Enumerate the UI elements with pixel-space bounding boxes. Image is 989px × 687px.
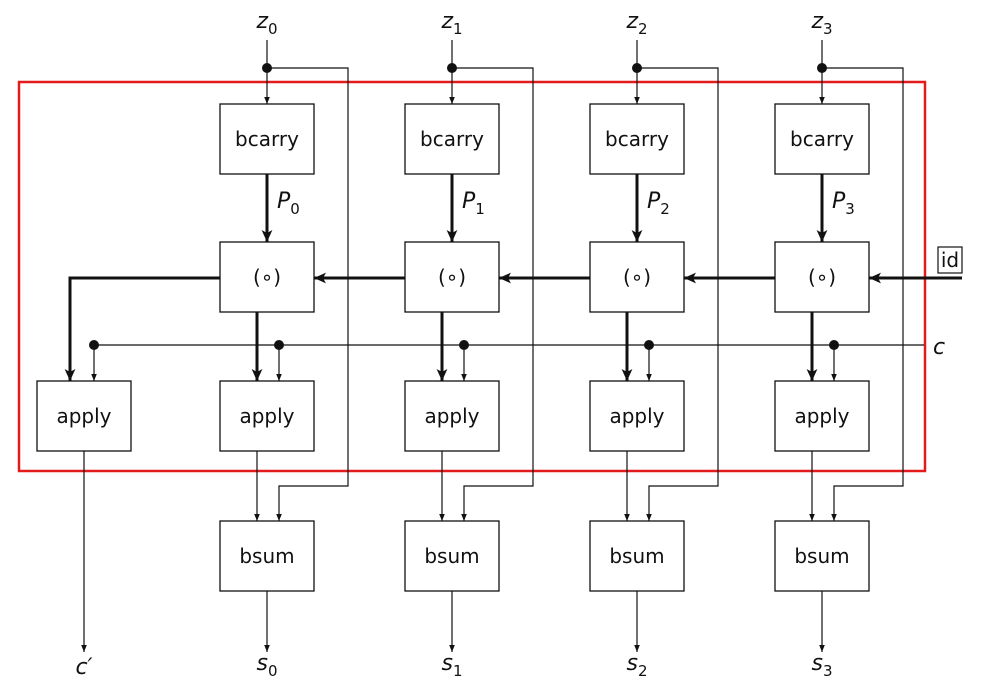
propagate-label-p2: P2 xyxy=(647,189,670,218)
output-label-s0: s0 xyxy=(256,651,277,680)
bsum-block-3-label: bsum xyxy=(794,544,849,568)
apply-block-3-label: apply xyxy=(794,404,849,428)
input-label-z2: z2 xyxy=(625,9,647,38)
apply-block-0-label: apply xyxy=(239,404,294,428)
bcarry-block-1 xyxy=(404,103,500,175)
bcarry-block-3 xyxy=(774,103,870,175)
input-label-z3: z3 xyxy=(810,9,832,38)
bypass-wire-2 xyxy=(637,67,719,521)
bcarry-block-1-label: bcarry xyxy=(420,127,484,151)
bsum-block-3 xyxy=(774,520,870,592)
output-label-s1: s1 xyxy=(441,651,462,680)
bcarry-block-0 xyxy=(219,103,315,175)
input-label-z0: z0 xyxy=(255,9,277,38)
apply-block-3 xyxy=(774,380,870,452)
compose-block-1-label: (∘) xyxy=(438,265,466,289)
input-label-z1: z1 xyxy=(440,9,462,38)
bcarry-block-2 xyxy=(589,103,685,175)
wires xyxy=(64,40,962,652)
bsum-block-0-label: bsum xyxy=(239,544,294,568)
apply-block-2-label: apply xyxy=(609,404,664,428)
identity-label: id xyxy=(941,248,959,272)
bsum-block-0 xyxy=(219,520,315,592)
bypass-wire-0 xyxy=(267,67,349,521)
bsum-block-1-label: bsum xyxy=(424,544,479,568)
apply-block-0 xyxy=(219,380,315,452)
compose-out-left xyxy=(64,276,220,381)
bcarry-block-0-label: bcarry xyxy=(235,127,299,151)
compose-block-0 xyxy=(219,241,315,313)
bsum-block-2-label: bsum xyxy=(609,544,664,568)
bypass-wire-1 xyxy=(452,67,534,521)
apply-block-carry-out-label: apply xyxy=(56,404,111,428)
compose-block-2 xyxy=(589,241,685,313)
bypass-wire-3 xyxy=(822,67,904,521)
compose-block-1 xyxy=(404,241,500,313)
bcarry-block-3-label: bcarry xyxy=(790,127,854,151)
identity-box xyxy=(937,246,963,274)
bcarry-block-2-label: bcarry xyxy=(605,127,669,151)
carry-out-label: c′ xyxy=(75,655,92,680)
apply-block-carry-out xyxy=(36,380,132,452)
compose-block-3-label: (∘) xyxy=(808,265,836,289)
output-label-s3: s3 xyxy=(811,651,832,680)
bsum-block-2 xyxy=(589,520,685,592)
compose-block-2-label: (∘) xyxy=(623,265,651,289)
apply-block-1 xyxy=(404,380,500,452)
output-label-s2: s2 xyxy=(626,651,647,680)
compose-block-0-label: (∘) xyxy=(253,265,281,289)
blocks xyxy=(36,103,963,592)
apply-block-1-label: apply xyxy=(424,404,479,428)
compose-block-3 xyxy=(774,241,870,313)
apply-block-2 xyxy=(589,380,685,452)
propagate-label-p0: P0 xyxy=(277,189,300,218)
propagate-label-p1: P1 xyxy=(462,189,485,218)
carry-in-label: c xyxy=(933,335,945,360)
propagate-label-p3: P3 xyxy=(832,189,855,218)
bsum-block-1 xyxy=(404,520,500,592)
